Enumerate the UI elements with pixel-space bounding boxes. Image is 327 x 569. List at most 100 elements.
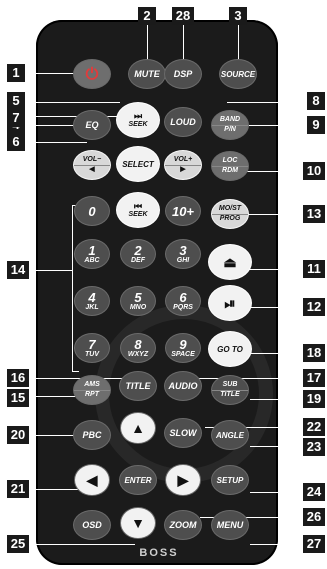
goto-label: GO TO bbox=[217, 345, 243, 354]
number-8-label: 8 bbox=[134, 338, 141, 351]
subtitle-button[interactable]: SUB TITLE bbox=[211, 375, 249, 405]
number-1-letters: ABC bbox=[84, 257, 99, 265]
loud-button[interactable]: LOUD bbox=[164, 107, 202, 137]
number-7-letters: TUV bbox=[85, 351, 99, 359]
number-4-letters: JKL bbox=[85, 304, 98, 312]
callout-label: 12 bbox=[303, 298, 325, 316]
dsp-button[interactable]: DSP bbox=[164, 59, 202, 89]
setup-button[interactable]: SETUP bbox=[211, 465, 249, 495]
vol-up-button[interactable]: VOL+ ▶ bbox=[164, 150, 202, 180]
mo-st-button[interactable]: MO/ST PROG bbox=[211, 199, 249, 229]
dsp-label: DSP bbox=[174, 70, 193, 79]
select-button[interactable]: SELECT bbox=[116, 146, 160, 182]
number-0-label: 0 bbox=[88, 205, 95, 218]
number-5-letters: MNO bbox=[130, 304, 146, 312]
mute-button[interactable]: MUTE bbox=[128, 59, 166, 89]
goto-button[interactable]: GO TO bbox=[208, 331, 252, 367]
loud-label: LOUD bbox=[170, 118, 196, 127]
eject-icon: ⏏ bbox=[223, 258, 236, 267]
seek-prev-button[interactable]: ⏮ SEEK bbox=[116, 192, 160, 228]
band-bottom-label: P/N bbox=[224, 126, 236, 134]
angle-button[interactable]: ANGLE bbox=[211, 420, 249, 450]
ten-plus-label: 10+ bbox=[172, 205, 194, 218]
callout-label: 24 bbox=[303, 483, 325, 501]
eject-button[interactable]: ⏏ bbox=[208, 244, 252, 280]
slow-label: SLOW bbox=[170, 429, 197, 438]
title-button[interactable]: TITLE bbox=[119, 371, 157, 401]
left-arrow-icon: ◀ bbox=[89, 166, 94, 174]
callout-label: 10 bbox=[303, 162, 325, 180]
audio-button[interactable]: AUDIO bbox=[164, 371, 202, 401]
number-0-button[interactable]: 0 bbox=[74, 196, 110, 226]
callout-label: 28 bbox=[172, 7, 194, 25]
down-arrow-button[interactable]: ▼ bbox=[120, 507, 156, 539]
play-pause-button[interactable]: ⏯ bbox=[208, 285, 252, 321]
band-button[interactable]: BAND P/N bbox=[211, 110, 249, 140]
eq-label: EQ bbox=[85, 121, 98, 130]
osd-label: OSD bbox=[82, 521, 102, 530]
number-9-label: 9 bbox=[179, 338, 186, 351]
power-icon: ⏻ bbox=[86, 70, 99, 79]
seek-prev-label: SEEK bbox=[128, 211, 147, 219]
angle-label: ANGLE bbox=[216, 431, 244, 440]
mute-label: MUTE bbox=[134, 70, 160, 79]
callout-label: 1 bbox=[7, 64, 25, 82]
ams-top-label: AMS bbox=[74, 381, 110, 391]
source-button[interactable]: SOURCE bbox=[219, 59, 257, 89]
callout-label: 2 bbox=[138, 7, 156, 25]
number-8-letters: WXYZ bbox=[128, 351, 148, 359]
up-arrow-button[interactable]: ▲ bbox=[120, 412, 156, 444]
seek-next-button[interactable]: ⏭ SEEK bbox=[116, 102, 160, 138]
osd-button[interactable]: OSD bbox=[73, 510, 111, 540]
eq-button[interactable]: EQ bbox=[73, 110, 111, 140]
pbc-button[interactable]: PBC bbox=[73, 420, 111, 450]
menu-button[interactable]: MENU bbox=[211, 510, 249, 540]
pbc-label: PBC bbox=[82, 431, 101, 440]
number-5-label: 5 bbox=[134, 291, 141, 304]
callout-label: 20 bbox=[7, 426, 29, 444]
leader-line bbox=[187, 378, 310, 379]
play-pause-icon: ⏯ bbox=[224, 299, 235, 308]
loc-top-label: LOC bbox=[212, 157, 248, 167]
callout-label: 26 bbox=[303, 508, 325, 526]
callout-label: 11 bbox=[303, 260, 325, 278]
brand-logo: BOSS bbox=[139, 547, 179, 559]
leader-line bbox=[250, 492, 310, 493]
audio-label: AUDIO bbox=[169, 382, 198, 391]
mo-st-top-label: MO/ST bbox=[212, 205, 248, 215]
ams-button[interactable]: AMS RPT bbox=[73, 375, 111, 405]
power-button[interactable]: ⏻ bbox=[73, 59, 111, 89]
numeric-bracket-tick bbox=[31, 270, 72, 271]
slow-button[interactable]: SLOW bbox=[164, 418, 202, 448]
number-2-label: 2 bbox=[134, 244, 141, 257]
zoom-button[interactable]: ZOOM bbox=[164, 510, 202, 540]
number-6-letters: PQRS bbox=[173, 304, 193, 312]
number-3-label: 3 bbox=[179, 244, 186, 257]
callout-label: 27 bbox=[303, 535, 325, 553]
number-6-label: 6 bbox=[179, 291, 186, 304]
right-arrow-icon: ▶ bbox=[180, 166, 185, 174]
callout-label: 9 bbox=[307, 116, 325, 134]
right-arrow-button[interactable]: ▶ bbox=[165, 464, 201, 496]
left-arrow-button[interactable]: ◀ bbox=[74, 464, 110, 496]
source-label: SOURCE bbox=[221, 70, 255, 79]
subtitle-bottom-label: TITLE bbox=[220, 391, 239, 399]
vol-down-button[interactable]: VOL− ◀ bbox=[73, 150, 111, 180]
up-arrow-icon: ▲ bbox=[131, 424, 145, 433]
callout-label: 23 bbox=[303, 438, 325, 456]
ten-plus-button[interactable]: 10+ bbox=[165, 196, 201, 226]
select-label: SELECT bbox=[122, 160, 154, 169]
callout-label: 17 bbox=[303, 369, 325, 387]
enter-button[interactable]: ENTER bbox=[119, 465, 157, 495]
setup-label: SETUP bbox=[217, 476, 244, 485]
loc-button[interactable]: LOC RDM bbox=[211, 151, 249, 181]
